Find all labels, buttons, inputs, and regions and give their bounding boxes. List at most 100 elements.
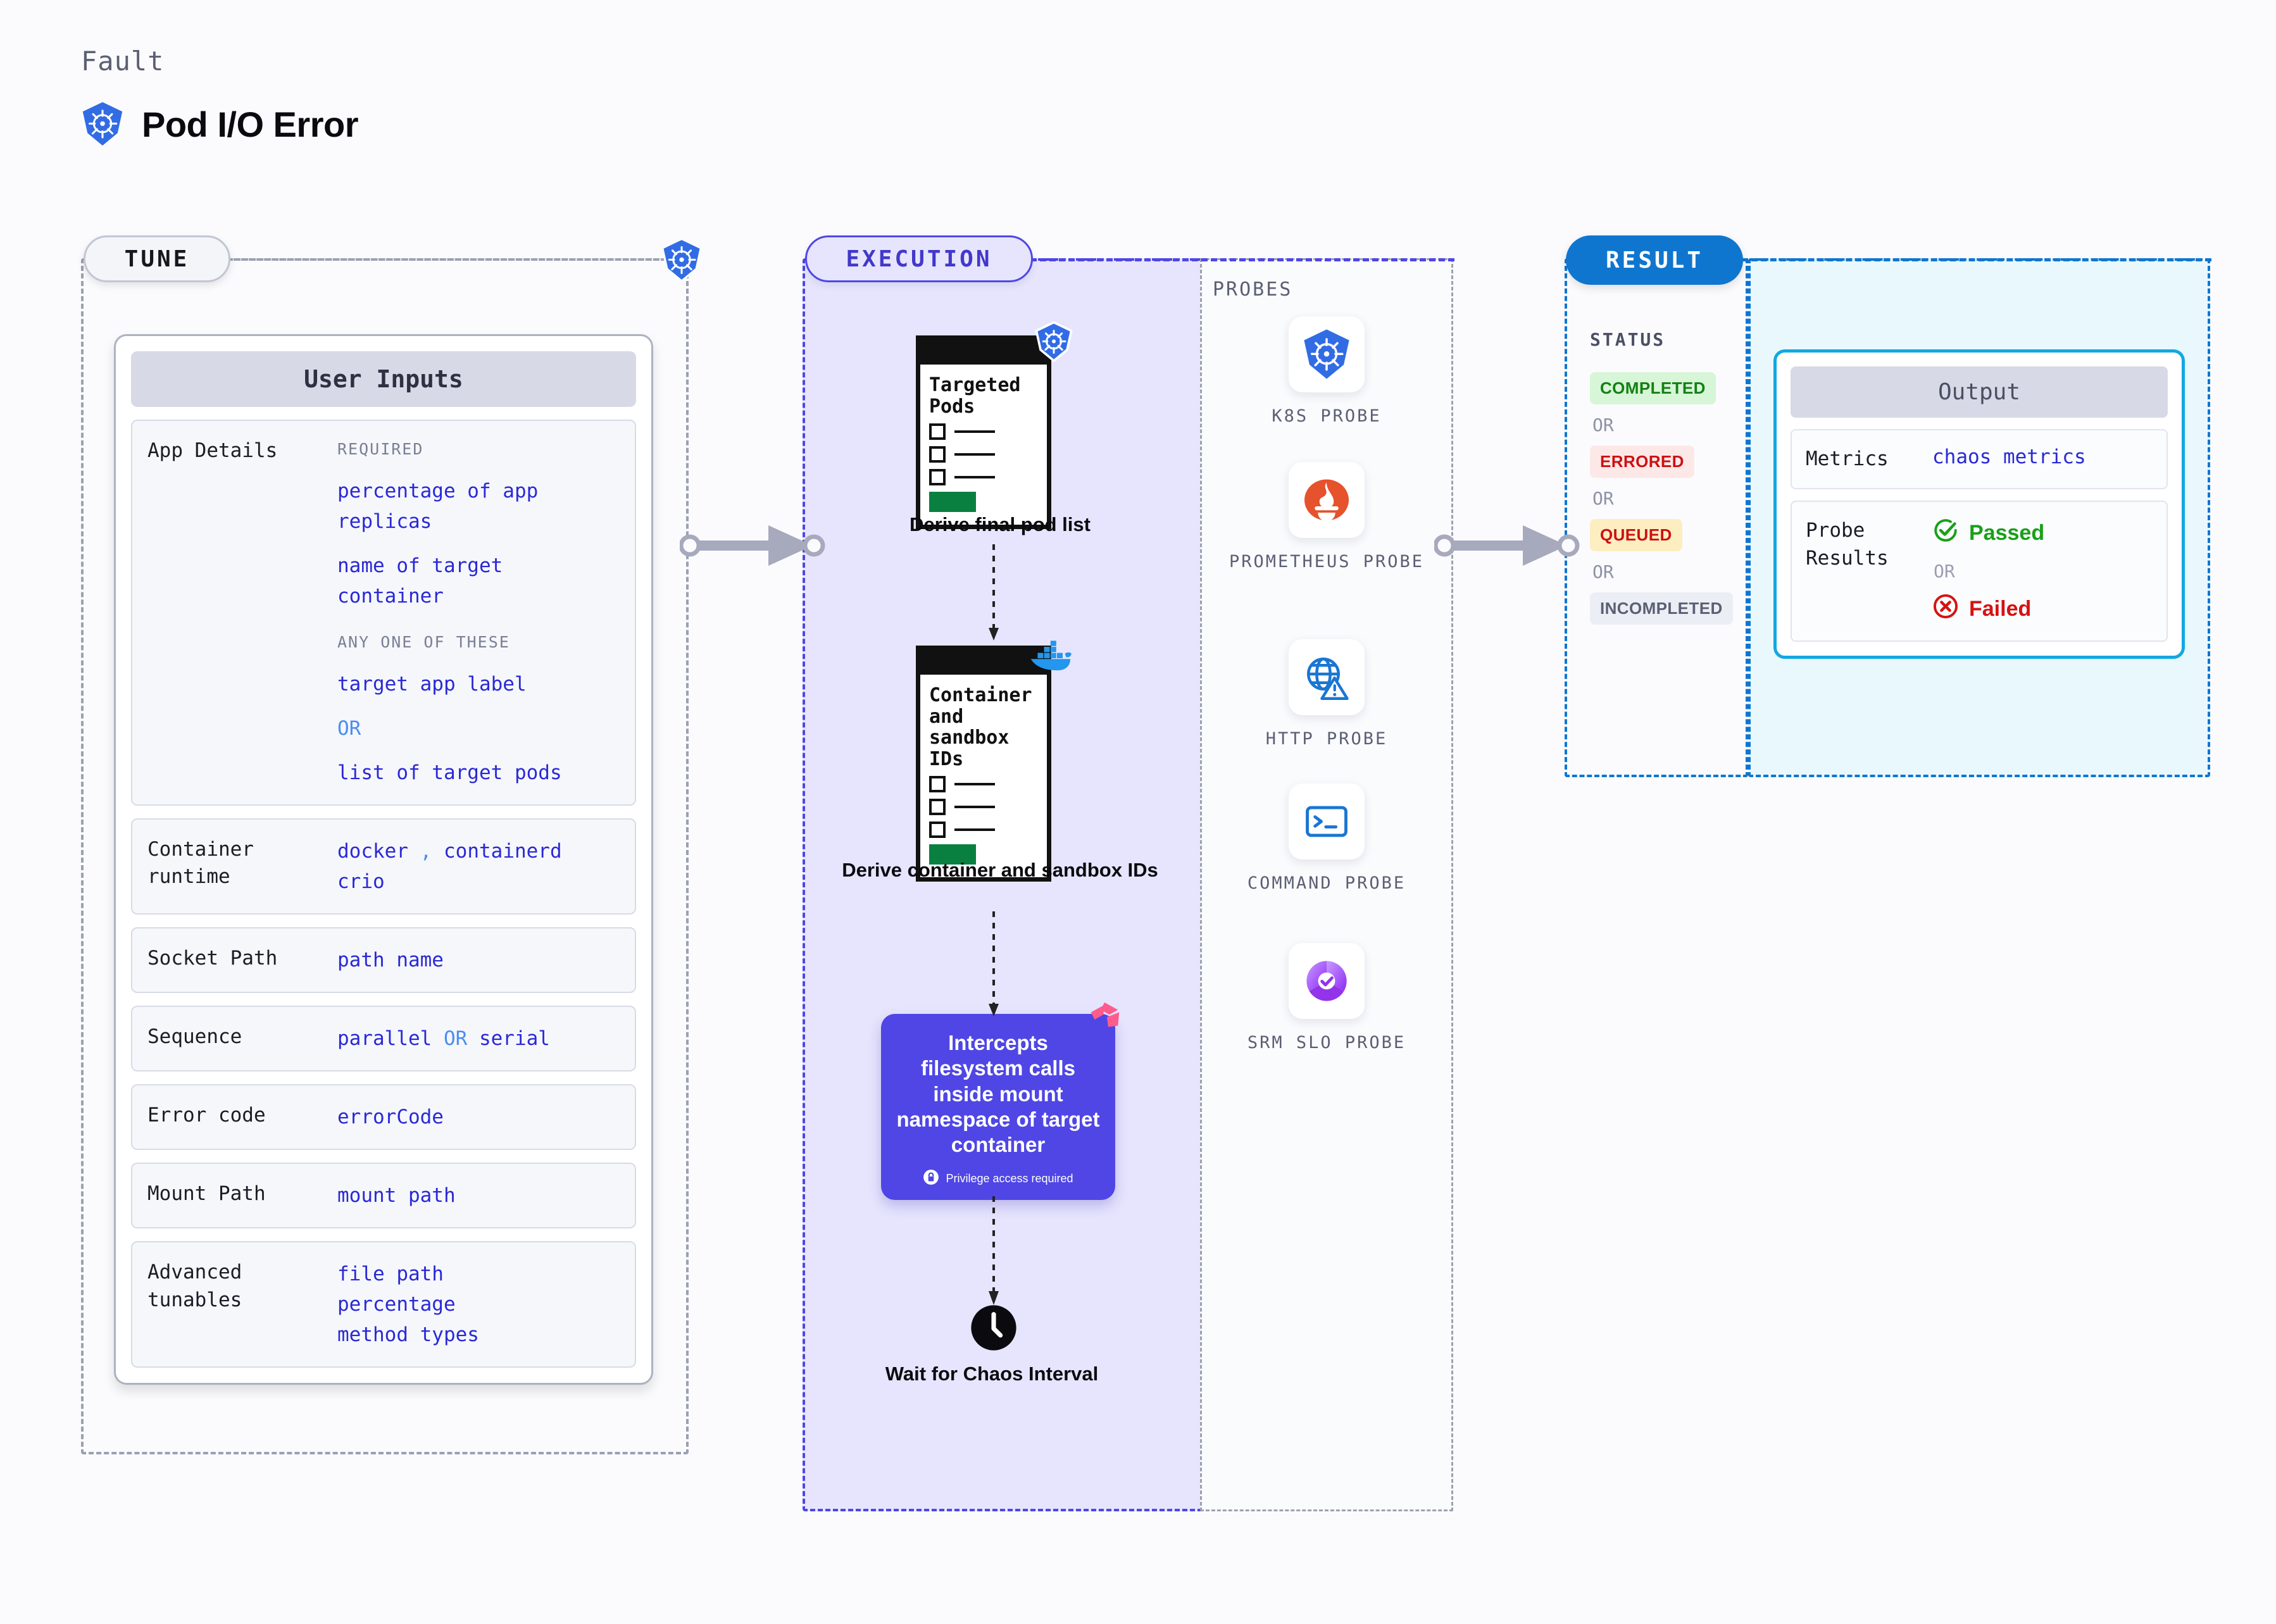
kubernetes-icon <box>1035 321 1073 365</box>
probe-result-failed: Failed <box>1932 593 2153 625</box>
terminal-icon <box>1289 784 1365 859</box>
check-circle-icon <box>1932 517 1959 549</box>
doc-title: Container and sandbox IDs <box>929 684 1032 770</box>
tune-pill[interactable]: TUNE <box>84 235 230 282</box>
input-row-sequence[interactable]: Sequence parallel OR serial <box>131 1005 636 1072</box>
input-row-values: path name <box>337 945 620 975</box>
flow-arrow-3 <box>989 1196 999 1305</box>
container-sandbox-doc: Container and sandbox IDs <box>916 640 1072 882</box>
output-row-label: Probe Results <box>1806 519 1889 570</box>
flow-arrow-1 <box>989 544 999 640</box>
probe-result-or: OR <box>1934 561 1955 582</box>
required-heading: REQUIRED <box>337 440 424 458</box>
page-title-text: Pod I/O Error <box>142 104 359 144</box>
result-leader-line <box>1742 258 2211 261</box>
execution-to-result-connector <box>1434 525 1580 566</box>
litmus-icon <box>1085 999 1124 1041</box>
result-pill[interactable]: RESULT <box>1566 235 1743 285</box>
input-row-label: Container runtime <box>147 837 254 889</box>
flow-arrow-2 <box>989 911 999 1016</box>
input-row-values: mount path <box>337 1180 620 1211</box>
step-caption-wait-chaos-interval: Wait for Chaos Interval <box>885 1363 1099 1385</box>
doc-title-bar <box>920 646 1047 675</box>
probe-srm-slo[interactable]: SRM SLO PROBE <box>1200 943 1453 1054</box>
input-row-advanced-tunables[interactable]: Advanced tunables file path percentage m… <box>131 1241 636 1368</box>
probe-k8s[interactable]: K8S PROBE <box>1200 316 1453 428</box>
input-row-values: parallel OR serial <box>337 1023 620 1054</box>
anyone-heading: ANY ONE OF THESE <box>337 632 510 651</box>
value-containerd: containerd <box>444 839 562 863</box>
value-crio: crio <box>337 870 385 893</box>
fault-kicker: Fault <box>81 46 165 77</box>
doc-checklist <box>929 776 1038 865</box>
clock-icon <box>970 1304 1018 1355</box>
output-row-label: Metrics <box>1806 447 1889 470</box>
input-row-values: docker , containerd crio <box>337 836 620 897</box>
output-card: Output Metrics chaos metrics Probe Resul… <box>1773 349 2185 659</box>
status-badge-incompleted: INCOMPLETED <box>1590 592 1733 625</box>
doc-status-bar <box>929 492 976 513</box>
value-path-name: path name <box>337 948 444 971</box>
value-or: OR <box>337 716 361 740</box>
probes-heading: PROBES <box>1213 278 1293 301</box>
value-separator: , <box>420 839 432 863</box>
value-or: OR <box>443 1027 468 1050</box>
output-row-metrics[interactable]: Metrics chaos metrics <box>1791 429 2168 490</box>
execution-pill[interactable]: EXECUTION <box>805 235 1033 282</box>
value-errorcode: errorCode <box>337 1106 444 1129</box>
input-row-error-code[interactable]: Error code errorCode <box>131 1084 636 1151</box>
tune-to-execution-connector <box>680 525 825 566</box>
doc-status-bar <box>929 844 976 865</box>
input-row-label: Mount Path <box>147 1182 266 1206</box>
status-badge-queued: QUEUED <box>1590 519 1682 551</box>
input-row-values: file path percentage method types <box>337 1259 620 1350</box>
srm-slo-icon <box>1289 943 1365 1019</box>
probe-label: K8S PROBE <box>1272 406 1382 426</box>
value-file-path: file path <box>337 1263 444 1286</box>
probe-result-passed: Passed <box>1932 517 2153 549</box>
output-row-values: chaos metrics <box>1932 446 2153 473</box>
value-docker: docker <box>337 839 408 863</box>
kubernetes-icon <box>1289 316 1365 392</box>
input-row-mount-path[interactable]: Mount Path mount path <box>131 1163 636 1229</box>
intercept-action-card: Intercepts filesystem calls inside mount… <box>881 1002 1120 1201</box>
probe-prometheus[interactable]: PROMETHEUS PROBE <box>1200 462 1453 573</box>
probe-label: HTTP PROBE <box>1265 729 1388 749</box>
value-method-types: method types <box>337 1323 479 1347</box>
input-row-label: Sequence <box>147 1025 242 1048</box>
privilege-note-text: Privilege access required <box>946 1172 1073 1185</box>
input-row-socket-path[interactable]: Socket Path path name <box>131 927 636 993</box>
input-row-values: REQUIRED percentage of app replicas name… <box>337 437 620 788</box>
prometheus-icon <box>1289 462 1365 538</box>
kubernetes-icon <box>81 101 124 147</box>
probe-command[interactable]: COMMAND PROBE <box>1200 784 1453 895</box>
value-target-app-label: target app label <box>337 672 527 696</box>
value-chaos-metrics: chaos metrics <box>1932 446 2086 468</box>
input-row-values: errorCode <box>337 1102 620 1132</box>
input-row-container-runtime[interactable]: Container runtime docker , containerd cr… <box>131 818 636 915</box>
docker-icon <box>1029 637 1074 675</box>
probe-label: PROMETHEUS PROBE <box>1229 552 1425 572</box>
value-list-target-pods: list of target pods <box>337 761 562 784</box>
input-row-app-details[interactable]: App Details REQUIRED percentage of app r… <box>131 420 636 806</box>
input-row-label: App Details <box>147 439 278 462</box>
status-badge-errored: ERRORED <box>1590 446 1694 478</box>
probe-label: SRM SLO PROBE <box>1247 1033 1406 1052</box>
input-row-label: Advanced tunables <box>147 1261 242 1311</box>
input-row-label: Error code <box>147 1104 266 1127</box>
output-row-values: Passed OR Failed <box>1932 517 2153 625</box>
value-target-container: name of target container <box>337 554 503 608</box>
output-row-probe-results[interactable]: Probe Results Passed OR <box>1791 501 2168 642</box>
status-or: OR <box>1592 488 1614 509</box>
globe-warning-icon <box>1289 639 1365 715</box>
status-badge-completed: COMPLETED <box>1590 372 1716 404</box>
step-caption-derive-container-ids: Derive container and sandbox IDs <box>842 859 1158 881</box>
status-or: OR <box>1592 415 1614 435</box>
page-title: Pod I/O Error <box>81 101 359 147</box>
privilege-note: Privilege access required <box>895 1169 1101 1189</box>
doc-checklist <box>929 423 1038 513</box>
probe-label: COMMAND PROBE <box>1247 873 1406 893</box>
probe-result-failed-label: Failed <box>1969 597 2032 621</box>
probe-http[interactable]: HTTP PROBE <box>1200 639 1453 751</box>
probe-result-passed-label: Passed <box>1969 521 2045 546</box>
